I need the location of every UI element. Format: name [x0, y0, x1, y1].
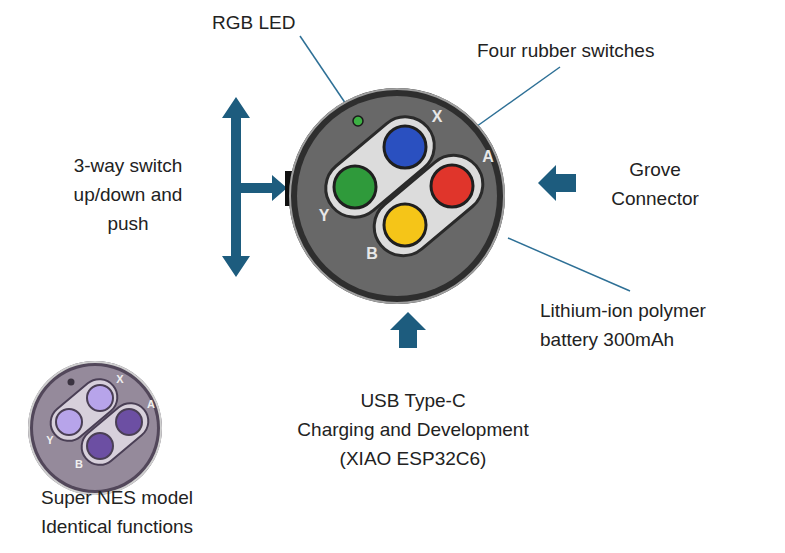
- button-y: [334, 166, 376, 208]
- callout-label: 3-way switch up/down and push: [55, 151, 201, 238]
- usb-arrow: [390, 312, 426, 348]
- switch-arrow: [222, 97, 287, 277]
- callout-label: Lithium-ion polymer battery 300mAh: [540, 296, 740, 354]
- callout-label: Four rubber switches: [477, 36, 654, 65]
- button-letter: X: [432, 109, 443, 125]
- direction-arrows: [222, 97, 576, 348]
- wrap-spacer: [491, 386, 531, 415]
- button-letter: A: [482, 149, 494, 165]
- button-letter: Y: [319, 208, 330, 224]
- callout-label: RGB LED: [212, 8, 295, 37]
- callout-label: Grove Connector: [595, 155, 715, 213]
- device-rim: [289, 88, 505, 304]
- button-b: [384, 204, 426, 246]
- wrap-spacer: [295, 386, 335, 415]
- rubber-buttons: [334, 126, 473, 246]
- device-face: [33, 366, 157, 490]
- button-pill: [74, 396, 155, 472]
- button-a: [116, 409, 142, 435]
- button-letter: B: [75, 459, 83, 470]
- rgb-led: [353, 116, 363, 126]
- device-outline-ring: [290, 89, 504, 303]
- callout-label: USB Type-C Charging and Development (XIA…: [295, 386, 531, 473]
- button-y: [56, 409, 82, 435]
- button-letter: Y: [46, 435, 53, 446]
- led-dot: [68, 379, 75, 386]
- button-a: [431, 165, 473, 207]
- leader-line: [508, 238, 630, 291]
- device-body: X A Y B: [28, 361, 162, 495]
- device-rim: [28, 361, 162, 495]
- button-pill: [362, 143, 494, 267]
- button-b: [87, 433, 113, 459]
- leader-line: [466, 67, 560, 134]
- device-outline: [28, 361, 162, 495]
- device-face: [297, 96, 497, 296]
- device-outline-ring: [29, 362, 161, 494]
- callout-label: Super NES model Identical functions: [12, 483, 222, 541]
- device-body: X A Y B: [289, 88, 505, 304]
- grove-arrow: [538, 165, 576, 201]
- button-letter: A: [147, 399, 155, 410]
- rubber-buttons: [56, 385, 142, 459]
- button-letter: X: [116, 374, 123, 385]
- device-outline: [289, 88, 505, 304]
- button-x: [87, 385, 113, 411]
- button-letter: B: [366, 246, 378, 262]
- button-x: [384, 126, 426, 168]
